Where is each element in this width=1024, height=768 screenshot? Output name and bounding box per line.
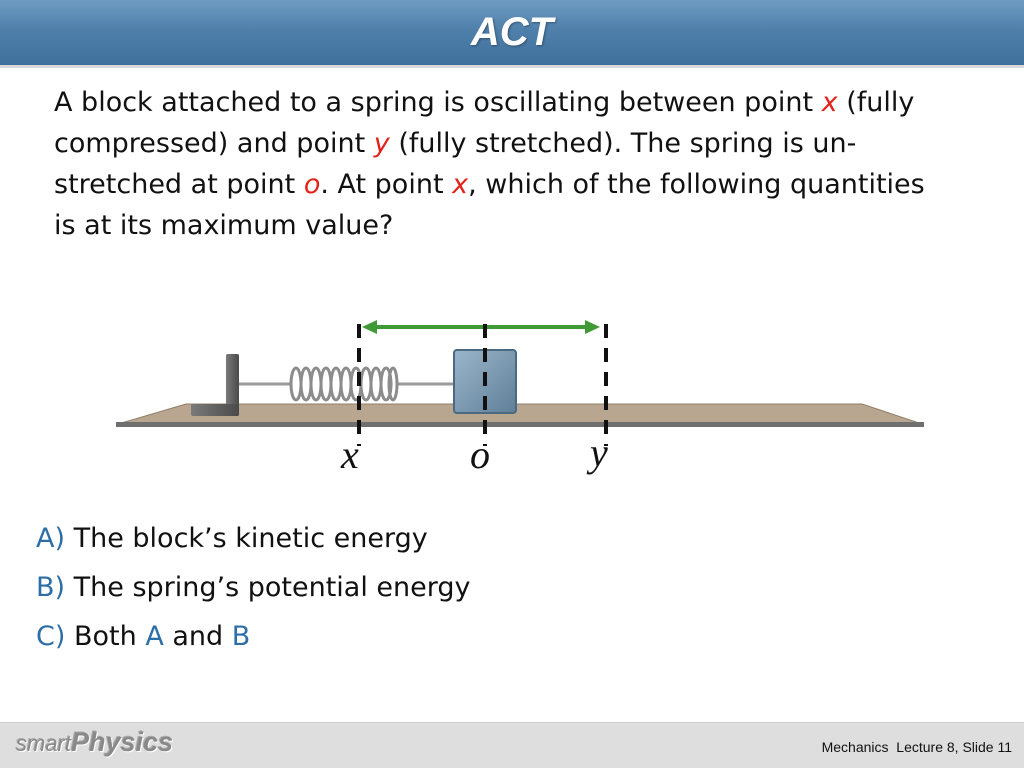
question-text-segment: (fully <box>837 87 915 118</box>
question-line-3: stretched at point o. At point x, which … <box>54 164 974 205</box>
point-x-ref: x <box>452 169 469 200</box>
slide-info: Mechanics Lecture 8, Slide 11 <box>821 739 1012 755</box>
question-text-segment: (fully stretched). The spring is un- <box>389 128 857 159</box>
answer-choices: A) The block’s kinetic energy B) The spr… <box>36 516 471 663</box>
slide-title: ACT <box>470 10 554 54</box>
smartphysics-logo: smartPhysics <box>16 727 173 758</box>
logo-smart-text: smart <box>16 731 71 756</box>
label-x: x <box>340 432 359 477</box>
choice-a-letter: A) <box>36 523 66 554</box>
title-bar: ACT <box>0 0 1024 68</box>
choice-c-ref-a: A <box>145 621 164 652</box>
question-line-2: compressed) and point y (fully stretched… <box>54 123 974 164</box>
choice-b[interactable]: B) The spring’s potential energy <box>36 565 471 614</box>
logo-physics-text: Physics <box>71 727 174 757</box>
choice-c-text-middle: and <box>163 621 232 652</box>
choice-c[interactable]: C) Both A and B <box>36 614 471 663</box>
question-line-1: A block attached to a spring is oscillat… <box>54 82 974 123</box>
choice-a-text: The block’s kinetic energy <box>73 523 428 554</box>
question-text-segment: compressed) and point <box>54 128 374 159</box>
point-o-ref: o <box>303 169 321 200</box>
spring-block-diagram: x o y <box>116 320 924 477</box>
choice-c-letter: C) <box>36 621 66 652</box>
spring-coil <box>289 366 399 402</box>
choice-b-text: The spring’s potential energy <box>73 572 471 603</box>
choice-c-ref-b: B <box>231 621 251 652</box>
choice-a[interactable]: A) The block’s kinetic energy <box>36 516 471 565</box>
question-text-segment: . At point <box>320 169 453 200</box>
oscillation-range-arrow <box>362 320 600 334</box>
choice-b-letter: B) <box>36 572 66 603</box>
table-edge <box>116 422 924 427</box>
point-x-ref: x <box>821 87 838 118</box>
question-text-segment: , which of the following quantities <box>468 169 925 200</box>
choice-c-text-before: Both <box>73 621 146 652</box>
wall-bracket <box>191 354 239 416</box>
question-text-segment: A block attached to a spring is oscillat… <box>54 87 822 118</box>
label-o: o <box>470 432 490 477</box>
footer-bar: smartPhysics Mechanics Lecture 8, Slide … <box>0 722 1024 768</box>
label-y: y <box>586 430 608 475</box>
point-y-ref: y <box>373 128 390 159</box>
question-text-segment: stretched at point <box>54 169 304 200</box>
question-text: A block attached to a spring is oscillat… <box>54 82 974 246</box>
question-line-4: is at its maximum value? <box>54 210 394 241</box>
